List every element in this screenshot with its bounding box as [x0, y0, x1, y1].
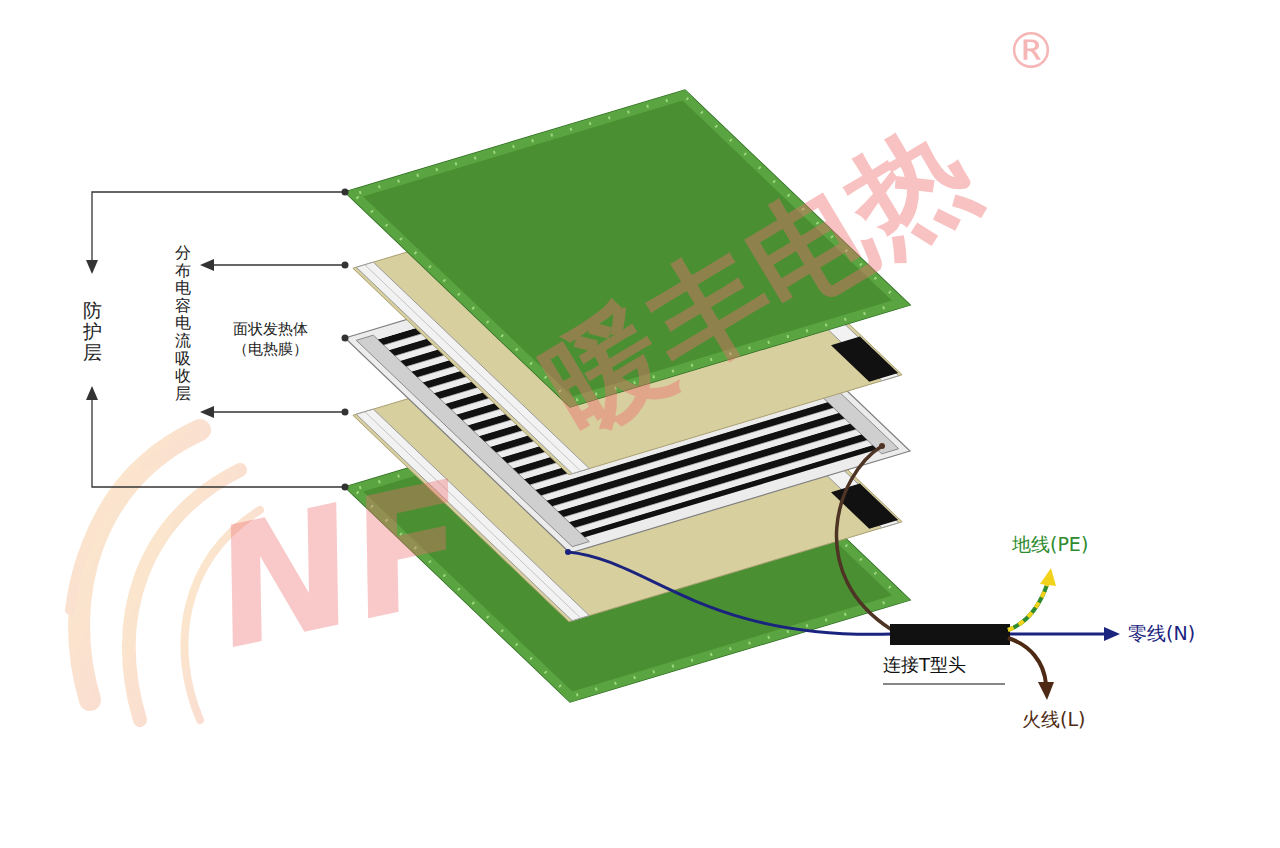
- connector-label: 连接T型头: [883, 653, 966, 677]
- layer-label: 分布电容电流吸收层: [175, 244, 191, 402]
- layer-label: 面状发热体 （电热膜）: [218, 320, 322, 359]
- watermark: ®: [1006, 22, 1056, 80]
- wire-label: 地线(PE): [1012, 532, 1088, 558]
- wire-label: 零线(N): [1128, 621, 1195, 647]
- watermark: NF: [198, 446, 483, 686]
- layer-label: 防护层: [83, 300, 102, 363]
- wire-label: 火线(L): [1022, 707, 1085, 733]
